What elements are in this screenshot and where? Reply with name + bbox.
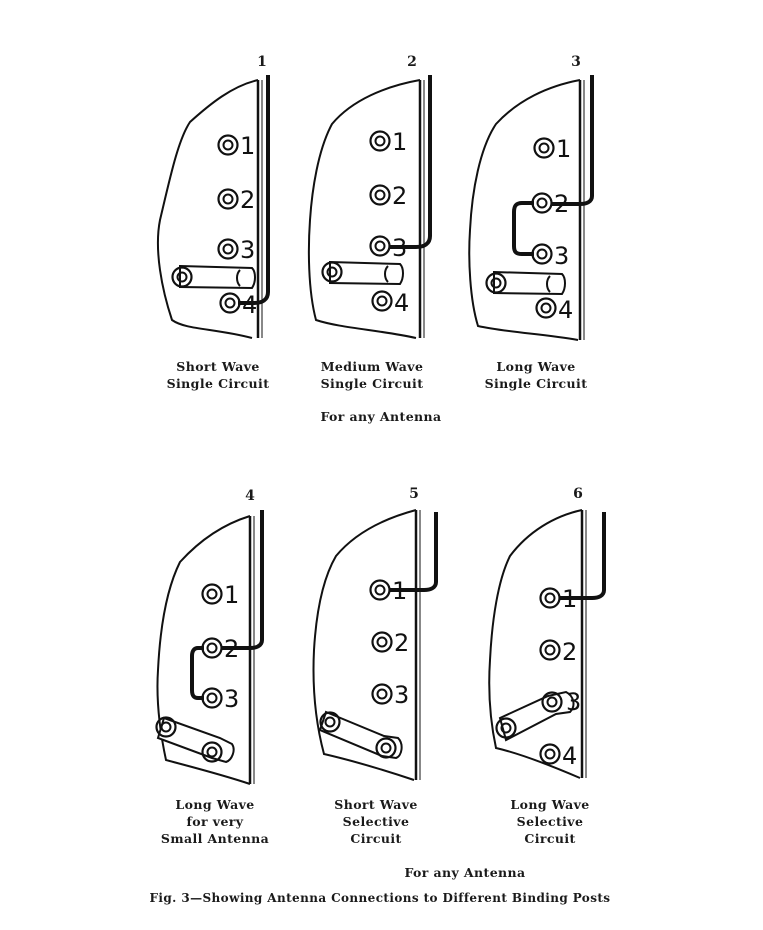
panel-4-post-1 [201,583,223,605]
panel-6-antenna-wire [560,512,606,600]
panel-4-post-3-label: 3 [224,685,239,713]
panel-5-post-2 [371,631,393,653]
panel-3-diagram: 1 2 3 4 [468,75,594,341]
panel-2-number: 2 [407,54,417,70]
panel-5-caption: Short Wave Selective Circuit [306,796,446,847]
panel-3-caption-line: Single Circuit [484,376,588,391]
panel-2-link-strip [329,260,404,286]
panel-1-post-2 [217,188,239,210]
panel-1-post-1-label: 1 [240,132,255,160]
panel-3-link-strip [493,270,566,296]
panel-1-post-3-label: 3 [240,236,255,264]
panel-4-post-2 [201,637,223,659]
panel-2-post-2 [369,184,391,206]
panel-5-number: 5 [409,486,419,502]
panel-1-caption: Short Wave Single Circuit [148,358,288,392]
panel-2-post-4 [371,290,393,312]
group-note-top: For any Antenna [320,409,442,424]
panel-2-antenna-wire [390,75,432,249]
panel-1-post-4 [219,292,241,314]
panel-4-post-3 [201,687,223,709]
panel-1-diagram: 1 2 3 4 [156,75,270,339]
panel-4-caption: Long Wave for very Small Antenna [140,796,290,847]
panel-5-outline [312,509,417,781]
panel-3-caption-line: Long Wave [496,359,576,374]
panel-6-post-2-label: 2 [562,638,577,666]
panel-5-caption-line: Selective [342,814,410,829]
panel-4-antenna-wire [222,510,264,650]
panel-2-caption-line: Medium Wave [320,359,424,374]
panel-5-post-1 [369,579,391,601]
panel-1-link-strip [179,264,256,290]
panel-5-post-3 [371,683,393,705]
panel-2-caption: Medium Wave Single Circuit [302,358,442,392]
panel-4-post-1-label: 1 [224,581,239,609]
panel-5-caption-line: Circuit [350,831,402,846]
panel-3-post-1-label: 1 [556,135,571,163]
panel-1-post-3 [217,238,239,260]
panel-3-post-3 [531,243,553,265]
figure-caption: Fig. 3—Showing Antenna Connections to Di… [149,891,611,905]
panel-6-post-1 [539,587,561,609]
panel-4-caption-line: Small Antenna [160,831,270,846]
panel-2-post-2-label: 2 [392,182,407,210]
panel-4-caption-line: for very [186,814,244,829]
panel-5-antenna-wire [390,512,438,592]
panel-6-outline [488,509,583,779]
panel-6-post-4-label: 4 [562,742,577,770]
panel-4-link-strip [156,716,235,764]
group-note-bottom: For any Antenna [404,865,526,880]
panel-6-post-4 [539,743,561,765]
panel-4-caption-line: Long Wave [175,797,255,812]
panel-1-caption-line: Single Circuit [166,376,270,391]
panel-6-caption-line: Long Wave [510,797,590,812]
panel-1-number: 1 [257,54,267,70]
panel-2-post-3 [369,235,391,257]
panel-2-post-1-label: 1 [392,128,407,156]
panel-4-outline [156,515,251,785]
panel-4-number: 4 [245,488,255,504]
panel-4-jumper [190,646,204,700]
panel-6-caption: Long Wave Selective Circuit [480,796,620,847]
panel-3-caption: Long Wave Single Circuit [466,358,606,392]
panel-5-caption-line: Short Wave [334,797,418,812]
panel-1-post-1 [217,134,239,156]
panel-3-antenna-wire [552,75,594,206]
panel-1-caption-line: Short Wave [176,359,260,374]
panel-6-post-3-label: 3 [566,688,581,716]
panel-6-number: 6 [573,486,583,502]
panel-5-diagram: 1 2 3 [312,509,438,781]
panel-1-outline [156,79,259,339]
panel-2-post-1 [369,130,391,152]
panel-2-diagram: 1 2 3 4 [307,75,432,339]
panel-3-post-3-label: 3 [554,242,569,270]
panel-2-post-4-label: 4 [394,289,409,317]
panel-6-caption-line: Selective [516,814,584,829]
panel-3-jumper [512,201,534,256]
panel-5-post-3-label: 3 [394,681,409,709]
panel-6-diagram: 1 2 3 4 [488,509,606,779]
panel-3-post-2 [531,192,553,214]
panel-5-post-2-label: 2 [394,629,409,657]
panel-2-outline [307,79,421,339]
panel-3-post-4 [535,297,557,319]
panel-6-caption-line: Circuit [524,831,576,846]
panel-3-number: 3 [571,54,581,70]
panel-4-diagram: 1 2 3 [155,510,264,785]
panel-1-antenna-wire [238,75,270,305]
panel-3-outline [468,79,581,341]
panel-1-post-2-label: 2 [240,186,255,214]
panel-6-post-2 [539,639,561,661]
panel-2-caption-line: Single Circuit [320,376,424,391]
panel-6-link-strip [498,690,575,742]
panel-3-post-4-label: 4 [558,296,573,324]
panel-3-post-1 [533,137,555,159]
